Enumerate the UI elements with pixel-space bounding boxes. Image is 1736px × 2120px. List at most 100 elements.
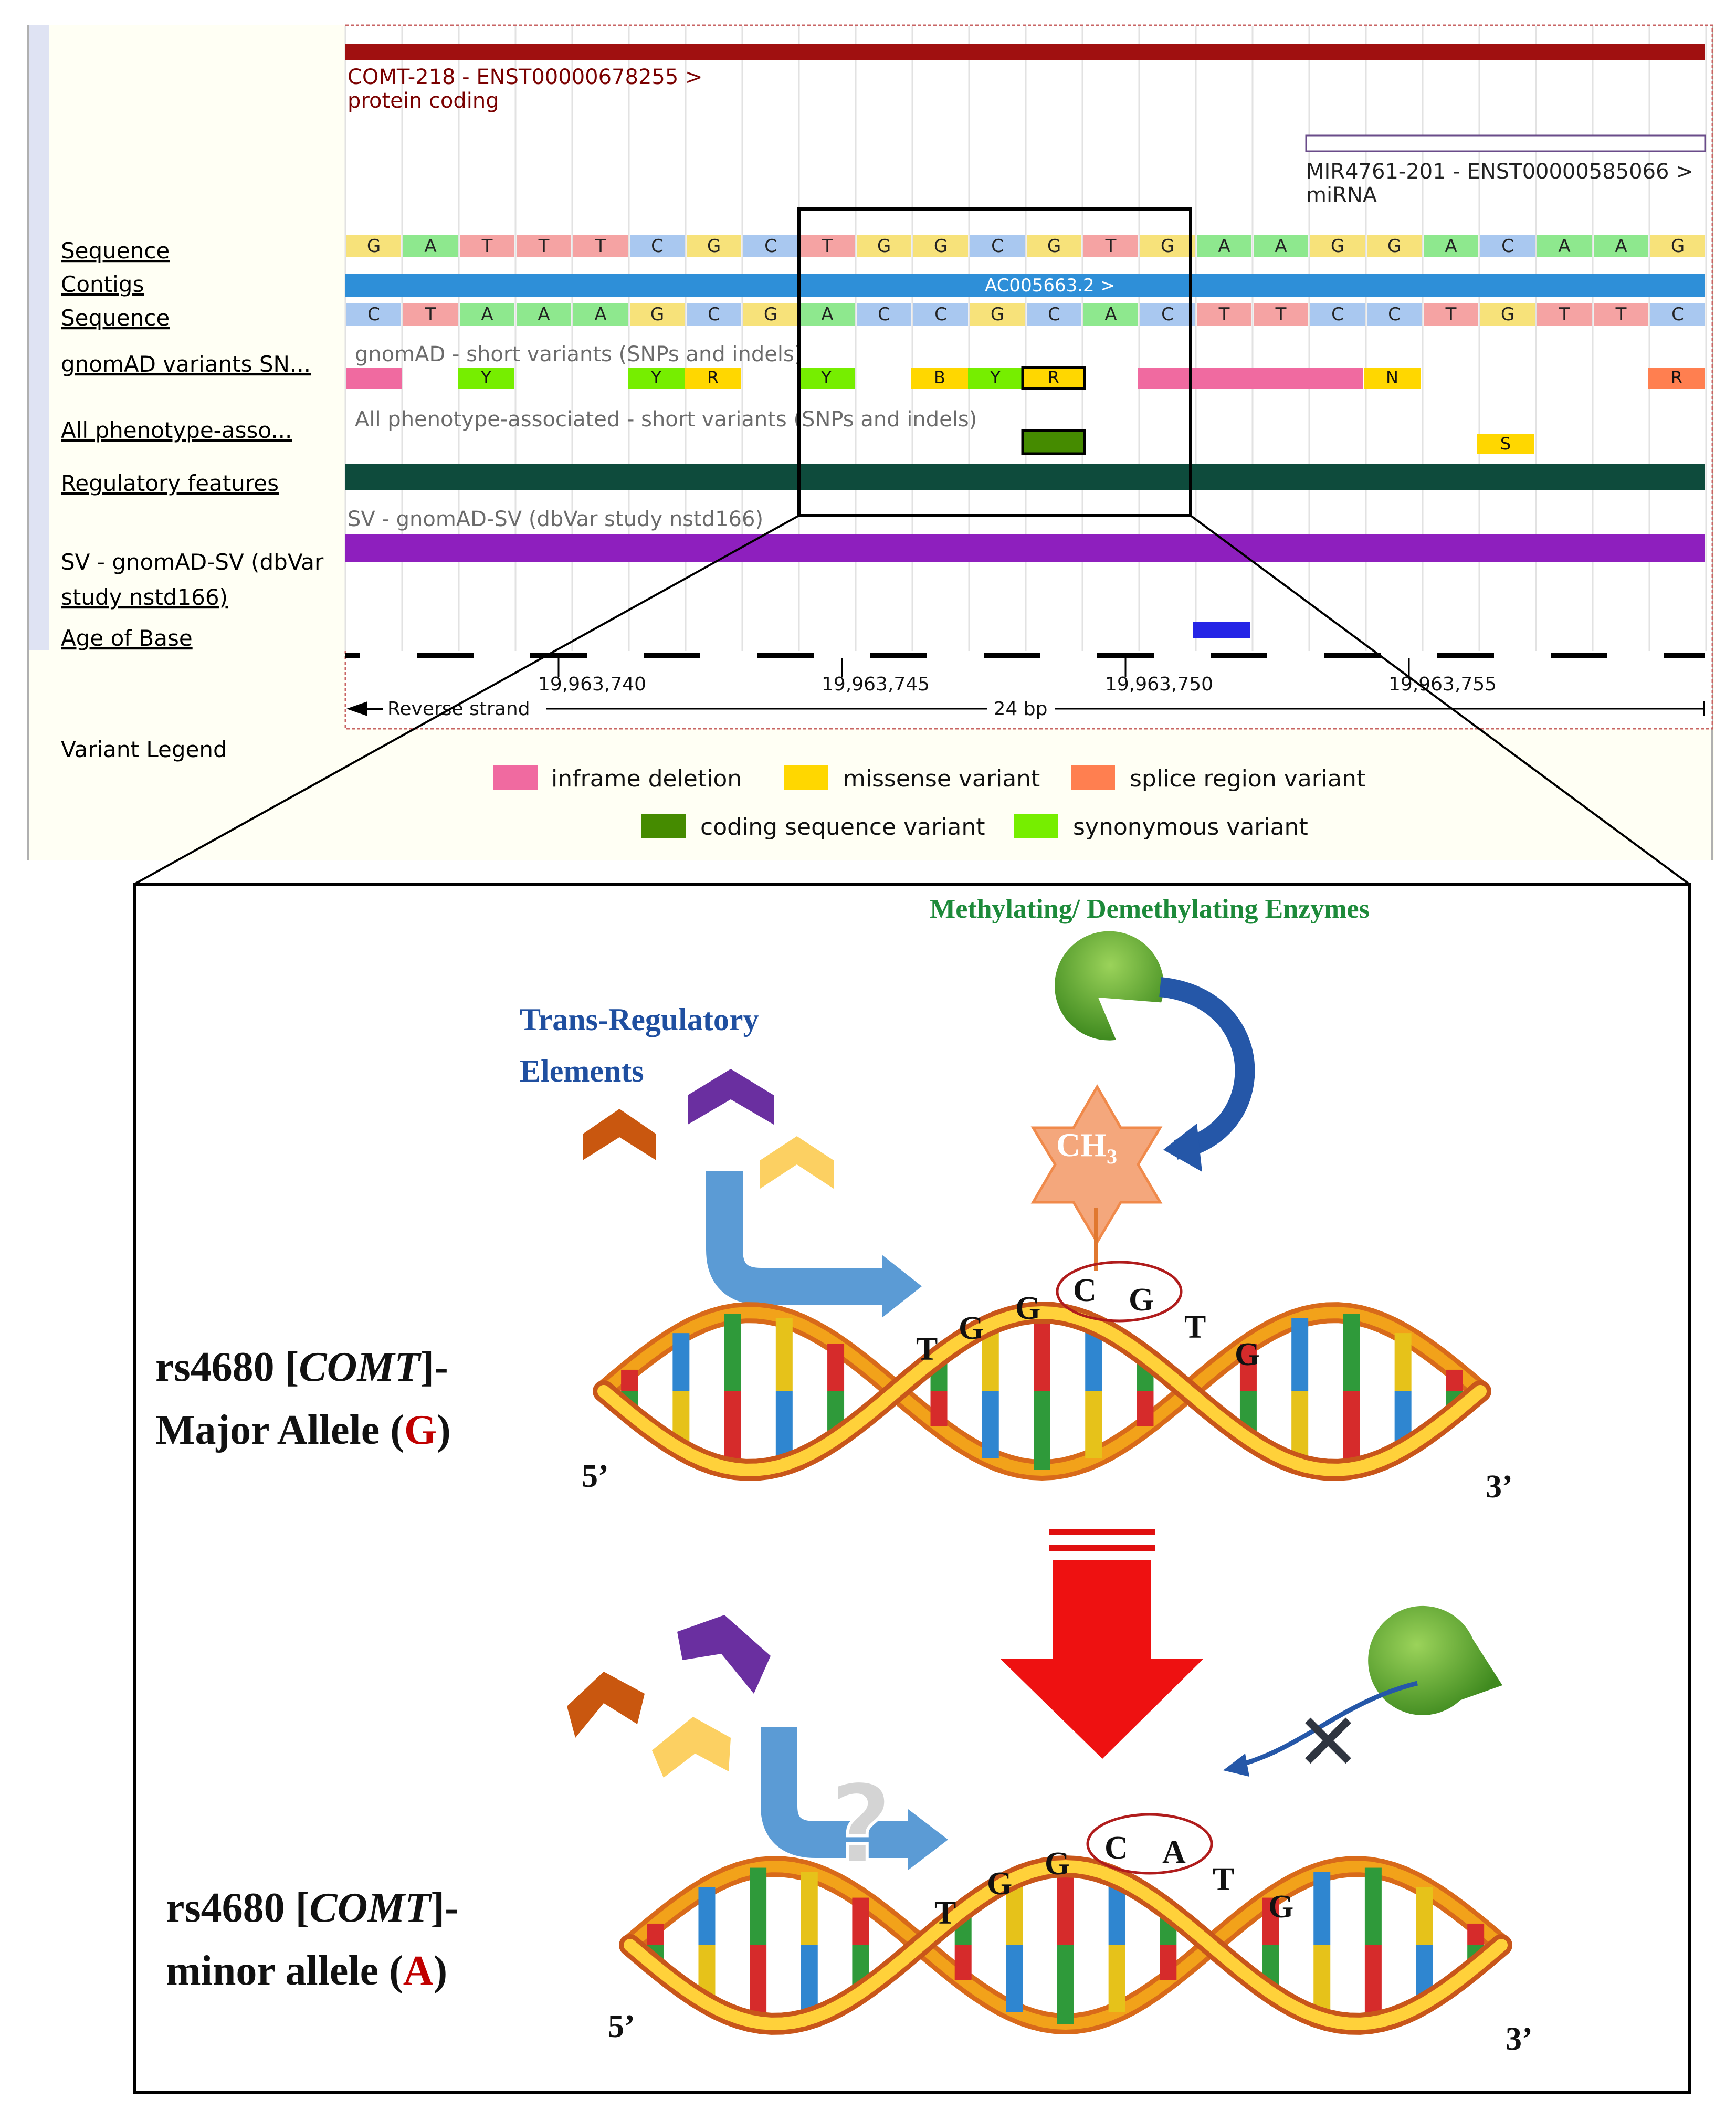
regulatory-feature-bar[interactable] [345, 464, 1705, 490]
major-helix-base-pair [1343, 1314, 1360, 1391]
reverse-sequence-cell[interactable] [1140, 303, 1195, 326]
reverse-sequence-cell[interactable] [403, 303, 458, 326]
forward-sequence-cell[interactable] [1594, 235, 1648, 257]
forward-sequence-cell[interactable] [1650, 235, 1705, 257]
forward-sequence-cell[interactable] [346, 235, 401, 257]
forward-sequence-cell[interactable] [743, 235, 798, 257]
gnomad-variant[interactable] [346, 368, 402, 389]
reverse-sequence-cell[interactable] [1254, 303, 1308, 326]
reverse-sequence-cell[interactable] [1027, 303, 1081, 326]
reverse-sequence-cell[interactable] [1424, 303, 1478, 326]
gnomad-variant[interactable] [1021, 366, 1086, 390]
reverse-sequence-cell[interactable] [346, 303, 401, 326]
forward-sequence-base: C [651, 236, 664, 257]
phenotype-variant-s[interactable] [1477, 434, 1534, 454]
dna-helix-minor [619, 1855, 1512, 2035]
major-helix-base-pair [1137, 1391, 1154, 1426]
forward-sequence-cell[interactable] [573, 235, 628, 257]
track-label-sequence-forward[interactable]: Sequence [61, 238, 170, 264]
forward-sequence-cell[interactable] [1027, 235, 1081, 257]
reverse-sequence-cell[interactable] [800, 303, 855, 326]
reverse-sequence-cell[interactable] [1367, 303, 1422, 326]
reverse-sequence-cell[interactable] [687, 303, 741, 326]
forward-sequence-cell[interactable] [1537, 235, 1592, 257]
forward-sequence-cell[interactable] [1424, 235, 1478, 257]
track-label-sv-line1[interactable]: SV - gnomAD-SV (dbVar [61, 549, 324, 575]
major-base-cpg-c: C [1073, 1273, 1097, 1308]
track-label-phenotype[interactable]: All phenotype-asso... [61, 417, 292, 443]
reverse-sequence-cell[interactable] [1537, 303, 1592, 326]
forward-sequence-cell[interactable] [1310, 235, 1365, 257]
gnomad-variant[interactable] [628, 368, 685, 389]
mir-transcript-name[interactable]: MIR4761-201 - ENST00000585066 > [1306, 160, 1693, 184]
track-label-contigs[interactable]: Contigs [61, 271, 144, 297]
gnomad-variant[interactable] [458, 368, 514, 389]
forward-sequence-cell[interactable] [1367, 235, 1422, 257]
reverse-sequence-cell[interactable] [573, 303, 628, 326]
track-label-sv-line2[interactable]: study nstd166) [61, 584, 228, 610]
forward-sequence-cell[interactable] [857, 235, 911, 257]
reverse-sequence-cell[interactable] [743, 303, 798, 326]
reverse-sequence-cell[interactable] [517, 303, 571, 326]
comt-transcript-bar[interactable] [345, 44, 1705, 60]
forward-sequence-cell[interactable] [403, 235, 458, 257]
forward-sequence-cell[interactable] [687, 235, 741, 257]
ruler-segment [927, 653, 984, 658]
track-label-sequence-reverse[interactable]: Sequence [61, 305, 170, 331]
comt-transcript-name[interactable]: COMT-218 - ENST00000678255 > [348, 65, 703, 89]
dna-helix-major [593, 1301, 1491, 1481]
reverse-sequence-cell[interactable] [970, 303, 1025, 326]
enzyme-arrow-shaft [1159, 977, 1255, 1160]
forward-sequence-cell[interactable] [1083, 235, 1138, 257]
track-label-regulatory[interactable]: Regulatory features [61, 470, 279, 496]
reverse-sequence-base: T [425, 304, 436, 325]
reverse-sequence-cell[interactable] [1480, 303, 1535, 326]
phenotype-variant-coding[interactable] [1021, 429, 1086, 455]
forward-sequence-cell[interactable] [913, 235, 968, 257]
reverse-sequence-cell[interactable] [460, 303, 514, 326]
track-label-age-of-base[interactable]: Age of Base [61, 625, 193, 651]
gnomad-variant[interactable] [968, 368, 1023, 389]
contig-bar[interactable] [345, 274, 1705, 297]
forward-sequence-cell[interactable] [970, 235, 1025, 257]
gnomad-variant[interactable] [1648, 368, 1705, 389]
major-base-1: T [916, 1331, 938, 1367]
gnomad-variant[interactable] [798, 368, 855, 389]
reverse-sequence-cell[interactable] [1083, 303, 1138, 326]
major-helix-base-pair [724, 1314, 741, 1391]
reverse-sequence-base: A [594, 304, 606, 325]
gnomad-variant[interactable] [1364, 368, 1421, 389]
forward-sequence-cell[interactable] [1254, 235, 1308, 257]
forward-sequence-cell[interactable] [1140, 235, 1195, 257]
age-of-base-block[interactable] [1193, 622, 1250, 638]
reverse-sequence-base: A [1104, 304, 1117, 325]
track-label-gnomad[interactable]: gnomAD variants SN... [61, 351, 311, 377]
reverse-sequence-cell[interactable] [1197, 303, 1251, 326]
strand-scale: Reverse strand 24 bp [346, 698, 1705, 720]
forward-sequence-base: A [1275, 236, 1287, 257]
gnomad-variant[interactable] [911, 368, 968, 389]
reverse-sequence-cell[interactable] [630, 303, 685, 326]
forward-sequence-cell[interactable] [800, 235, 855, 257]
track-handle-strip[interactable] [28, 25, 49, 650]
forward-sequence-cell[interactable] [460, 235, 514, 257]
gnomad-variant[interactable] [1138, 368, 1363, 389]
forward-sequence-cell[interactable] [1197, 235, 1251, 257]
ruler-segment [1381, 653, 1437, 658]
forward-sequence-cell[interactable] [1480, 235, 1535, 257]
gnomad-track-caption: gnomAD - short variants (SNPs and indels… [355, 342, 802, 366]
forward-sequence-cell[interactable] [630, 235, 685, 257]
legend-label-inframe-deletion: inframe deletion [551, 765, 742, 792]
reverse-sequence-cell[interactable] [1310, 303, 1365, 326]
reverse-sequence-cell[interactable] [857, 303, 911, 326]
sv-bar[interactable] [345, 534, 1705, 562]
gnomad-variant[interactable] [685, 368, 741, 389]
variant-legend-title: Variant Legend [61, 737, 227, 762]
mir-transcript-bar[interactable] [1305, 134, 1706, 152]
reverse-sequence-cell[interactable] [1650, 303, 1705, 326]
trans-element-orange-icon [583, 1109, 656, 1160]
reverse-sequence-cell[interactable] [913, 303, 968, 326]
reverse-sequence-cell[interactable] [1594, 303, 1648, 326]
forward-sequence-cell[interactable] [517, 235, 571, 257]
